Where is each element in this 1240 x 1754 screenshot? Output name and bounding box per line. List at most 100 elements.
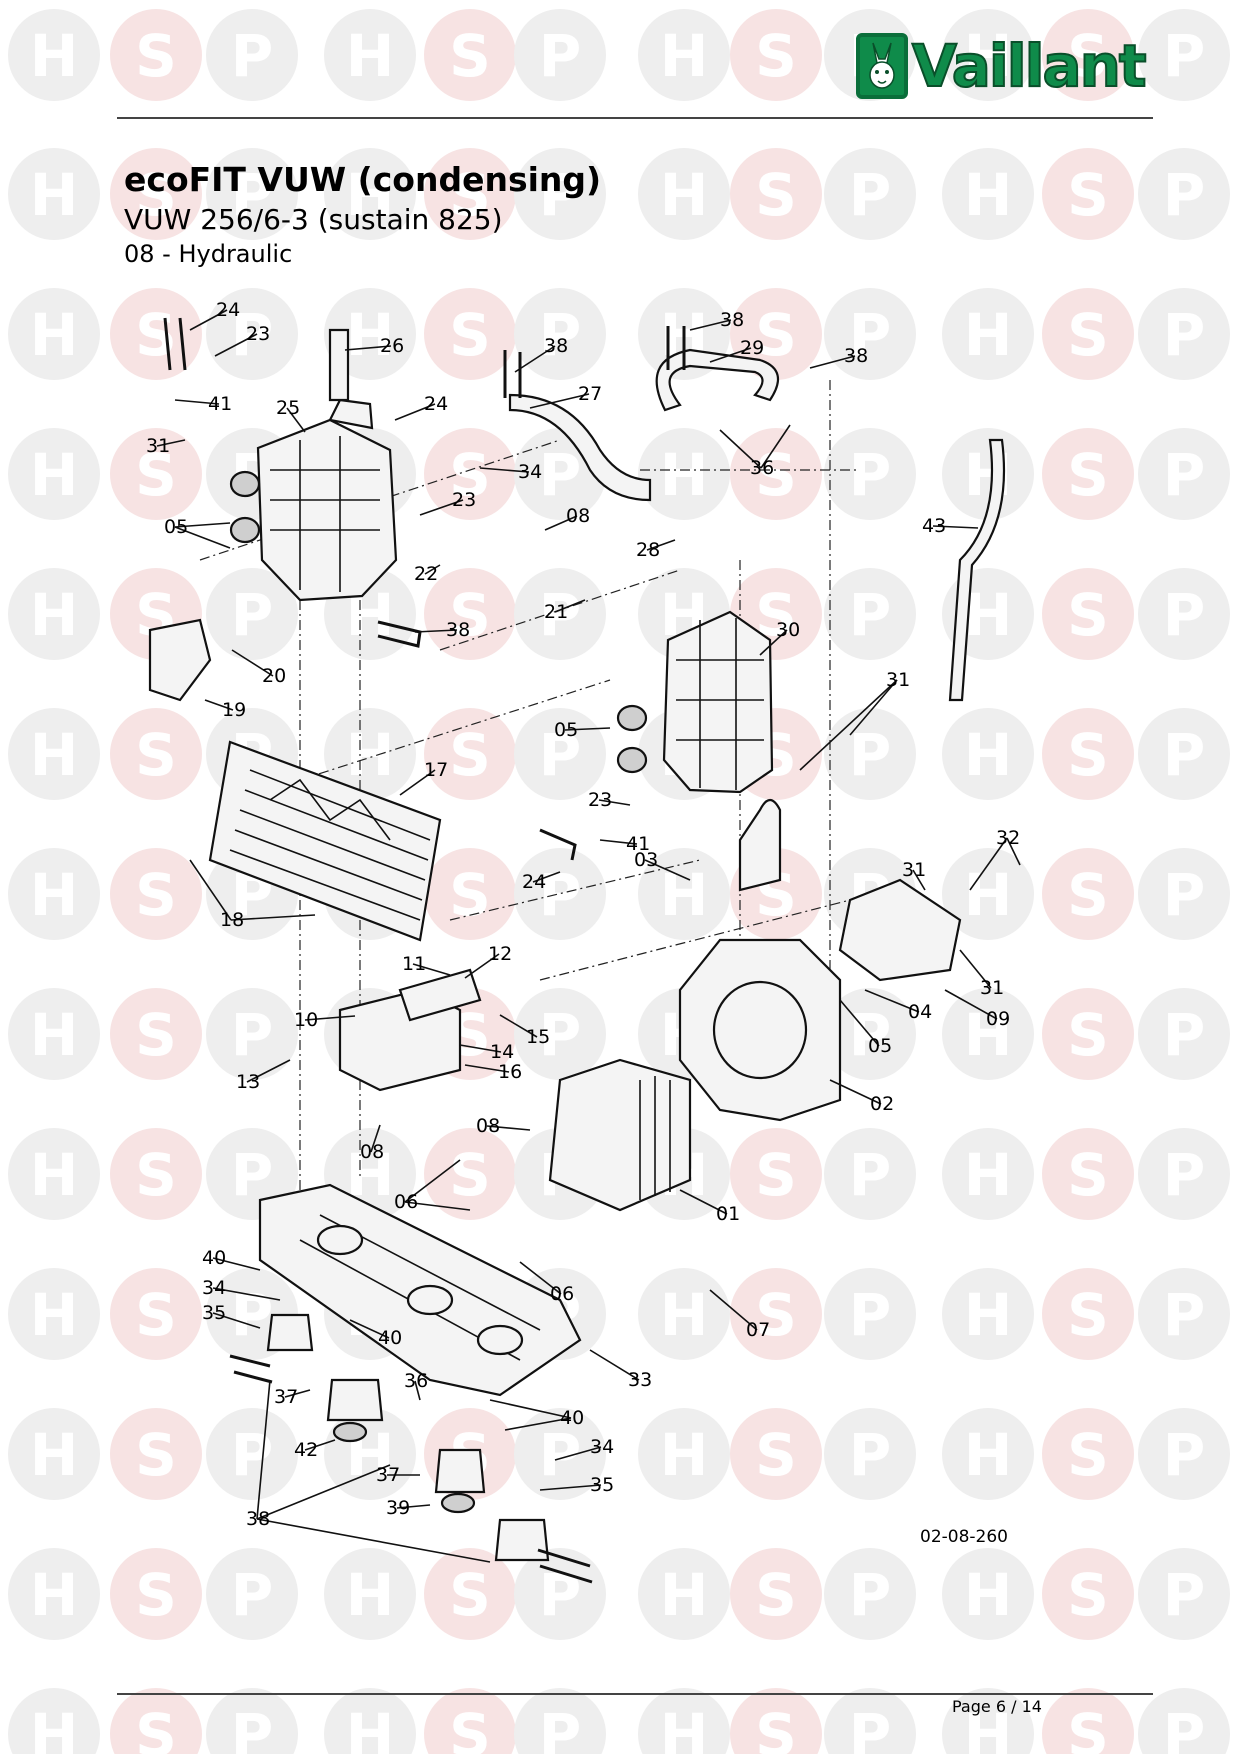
watermark-circle <box>424 1548 516 1640</box>
watermark-letter: H <box>30 1001 79 1069</box>
brand-wordmark: Vaillant <box>911 31 1148 101</box>
watermark-letter: S <box>135 1001 177 1069</box>
watermark-letter: S <box>1067 22 1109 90</box>
watermark-letter: H <box>964 721 1013 789</box>
watermark-letter: S <box>755 441 797 509</box>
callout-leader <box>189 309 228 331</box>
part-callout-38: 38 <box>844 345 868 367</box>
watermark-letter: P <box>231 1561 274 1629</box>
watermark-letter: S <box>135 1141 177 1209</box>
manifold-lower <box>616 610 774 794</box>
watermark-letter: P <box>849 301 892 369</box>
callout-leader <box>394 403 436 421</box>
callout-leader <box>829 1079 882 1105</box>
callout-leader <box>689 319 732 331</box>
watermark-letter: S <box>135 22 177 90</box>
diagram-reference-code: 02-08-260 <box>920 1527 1008 1547</box>
diverter-valve <box>148 618 482 1092</box>
watermark-letter: P <box>539 441 582 509</box>
callout-leader <box>414 1380 421 1401</box>
watermark-circle <box>8 568 100 660</box>
watermark-circle <box>424 288 516 380</box>
callout-leader <box>564 727 611 731</box>
watermark-letter: H <box>346 1701 395 1754</box>
part-callout-31: 31 <box>886 669 910 691</box>
watermark-letter: H <box>30 161 79 229</box>
part-callout-23: 23 <box>246 323 270 345</box>
part-callout-06: 06 <box>394 1191 418 1213</box>
watermark-letter: H <box>964 1421 1013 1489</box>
watermark-circle <box>638 9 730 101</box>
watermark-letter: S <box>449 301 491 369</box>
watermark-circle <box>824 1408 916 1500</box>
watermark-letter: H <box>30 581 79 649</box>
callout-leader <box>459 1044 502 1053</box>
watermark-letter: S <box>135 1281 177 1349</box>
callout-leader <box>284 1389 311 1398</box>
callout-leader <box>489 1399 572 1419</box>
watermark-circle <box>1042 848 1134 940</box>
watermark-letter: S <box>1067 721 1109 789</box>
retaining-clips <box>163 317 686 1584</box>
watermark-letter: P <box>1163 581 1206 649</box>
part-callout-39: 39 <box>386 1497 410 1519</box>
watermark-letter: H <box>30 1141 79 1209</box>
watermark-circle <box>730 9 822 101</box>
watermark-circle <box>514 708 606 800</box>
watermark-letter: S <box>135 1561 177 1629</box>
watermark-circle <box>1138 848 1230 940</box>
part-callout-25: 25 <box>276 397 300 419</box>
watermark-letter: P <box>231 1001 274 1069</box>
watermark-circle <box>8 1548 100 1640</box>
watermark-circle <box>730 1688 822 1754</box>
watermark-circle <box>1138 9 1230 101</box>
callout-leader <box>156 439 186 447</box>
header-rule <box>117 117 1153 119</box>
watermark-circle <box>110 848 202 940</box>
part-callout-28: 28 <box>636 539 660 561</box>
callout-leader <box>246 1059 291 1083</box>
watermark-letter: P <box>539 301 582 369</box>
watermark-letter: S <box>1067 1701 1109 1754</box>
watermark-letter: H <box>346 22 395 90</box>
callout-leader <box>349 1319 390 1339</box>
watermark-circle <box>8 428 100 520</box>
callout-leader <box>174 522 231 528</box>
part-callout-02: 02 <box>870 1093 894 1115</box>
part-callout-40: 40 <box>378 1327 402 1349</box>
callout-leader <box>504 1417 572 1431</box>
watermark-circle <box>1138 428 1230 520</box>
part-callout-05: 05 <box>868 1035 892 1057</box>
part-callout-24: 24 <box>522 871 546 893</box>
callout-leader <box>256 1464 391 1520</box>
part-callout-41: 41 <box>208 393 232 415</box>
plate-heat-exchanger <box>208 740 442 942</box>
part-callout-38: 38 <box>720 309 744 331</box>
watermark-circle <box>824 148 916 240</box>
callout-leader <box>679 1189 728 1215</box>
callout-leader <box>404 1159 461 1203</box>
watermark-letter: P <box>849 1141 892 1209</box>
callout-leader <box>174 526 231 549</box>
callout-leader <box>519 1261 562 1295</box>
watermark-letter: S <box>1067 861 1109 929</box>
watermark-circle <box>1138 1408 1230 1500</box>
watermark-circle <box>730 1268 822 1360</box>
watermark-letter: S <box>449 22 491 90</box>
watermark-circle <box>206 148 298 240</box>
callout-leader <box>646 539 676 551</box>
watermark-letter: H <box>964 1001 1013 1069</box>
watermark-circle <box>424 428 516 520</box>
watermark-circle <box>1042 9 1134 101</box>
callout-leader <box>760 424 791 469</box>
watermark-letter: P <box>1163 1421 1206 1489</box>
watermark-letter: H <box>660 1281 709 1349</box>
part-callout-13: 13 <box>236 1071 260 1093</box>
part-callout-34: 34 <box>590 1436 614 1458</box>
watermark-letter: H <box>964 1141 1013 1209</box>
watermark-circle <box>424 148 516 240</box>
page-title: ecoFIT VUW (condensing) <box>124 160 602 199</box>
part-callout-36: 36 <box>750 457 774 479</box>
watermark-letter: P <box>1163 161 1206 229</box>
